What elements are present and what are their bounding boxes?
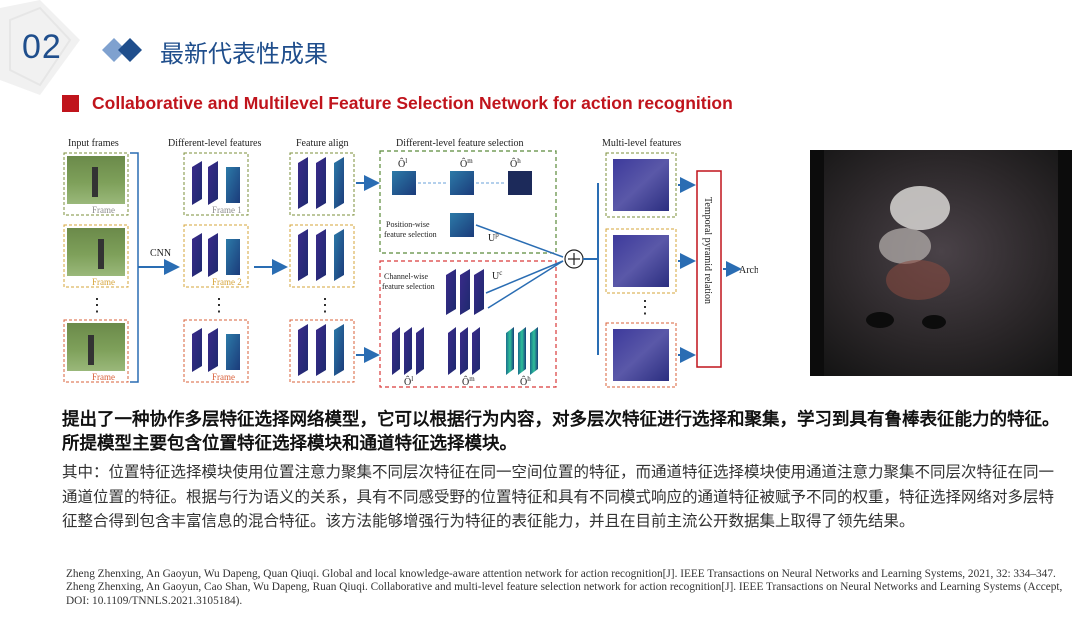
summary-paragraph: 提出了一种协作多层特征选择网络模型，它可以根据行为内容，对多层次特征进行选择和聚…	[62, 408, 1062, 456]
channel-wise-label-2: feature selection	[382, 282, 435, 291]
aligned-features-1	[290, 153, 354, 215]
header-feature-align: Feature align	[296, 138, 348, 149]
output-label: Archery	[739, 265, 758, 276]
dots: ⋮	[636, 297, 654, 317]
aligned-features-3	[290, 320, 354, 382]
video-frame	[810, 150, 1072, 376]
frame-label: Frame 1	[212, 205, 242, 215]
oc-h-label: Ôh	[520, 375, 531, 388]
temporal-label: Temporal pyramid relation	[702, 197, 713, 304]
o-h-label: Ôh	[510, 157, 521, 170]
position-wise-label: Position-wise	[386, 220, 430, 229]
dots: ⋮	[316, 295, 334, 315]
position-wise-label-2: feature selection	[384, 230, 437, 239]
dots: ⋮	[88, 295, 106, 315]
level-features-1: Frame 1	[184, 153, 248, 215]
header-input-frames: Input frames	[68, 138, 119, 149]
header-multi-level: Multi-level features	[602, 138, 681, 149]
dots: ⋮	[210, 295, 228, 315]
oc-l-label: Ôl	[404, 375, 413, 388]
level-features-3: Frame	[184, 320, 248, 382]
subtitle-bullet	[62, 95, 79, 112]
frame-label: Frame	[92, 372, 115, 382]
frame-label: Frame	[212, 372, 235, 382]
input-frame-1: Frame	[64, 153, 128, 215]
channel-wise-box: Uc Channel-wise feature selection Ôl Ôm …	[380, 261, 556, 388]
section-title: 最新代表性成果	[160, 34, 328, 69]
references: Zheng Zhenxing, An Gaoyun, Wu Dapeng, Qu…	[66, 568, 1071, 608]
header-different-level: Different-level features	[168, 138, 261, 149]
slide-subtitle: Collaborative and Multilevel Feature Sel…	[92, 93, 733, 114]
detail-paragraph: 其中：位置特征选择模块使用位置注意力聚集不同层次特征在同一空间位置的特征，而通道…	[62, 460, 1067, 534]
channel-wise-label: Channel-wise	[384, 272, 428, 281]
section-number: 02	[22, 28, 62, 67]
cnn-label: CNN	[150, 248, 171, 259]
reference-1: Zheng Zhenxing, An Gaoyun, Wu Dapeng, Qu…	[66, 568, 1071, 581]
o-l-label: Ôl	[398, 157, 407, 170]
frame-label: Frame	[92, 205, 115, 215]
reference-2: Zheng Zhenxing, An Gaoyun, Cao Shan, Wu …	[66, 581, 1071, 608]
aligned-features-2	[290, 225, 354, 287]
u-c-label: Uc	[492, 269, 502, 282]
input-frame-2: Frame	[64, 225, 128, 287]
input-frame-3: Frame	[64, 320, 128, 382]
o-m-label: Ôm	[460, 157, 473, 170]
frame-label: Frame	[92, 277, 115, 287]
architecture-diagram: Input frames Different-level features Fe…	[58, 133, 758, 393]
header-feature-selection: Different-level feature selection	[396, 138, 524, 149]
oc-m-label: Ôm	[462, 375, 475, 388]
position-wise-box: Ôl Ôm Ôh Up Position-wise feature select…	[380, 151, 556, 253]
level-features-2: Frame 2	[184, 225, 248, 287]
diamond-icon	[90, 34, 150, 66]
multi-level-features: ⋮	[606, 153, 676, 387]
frame-label: Frame 2	[212, 277, 242, 287]
